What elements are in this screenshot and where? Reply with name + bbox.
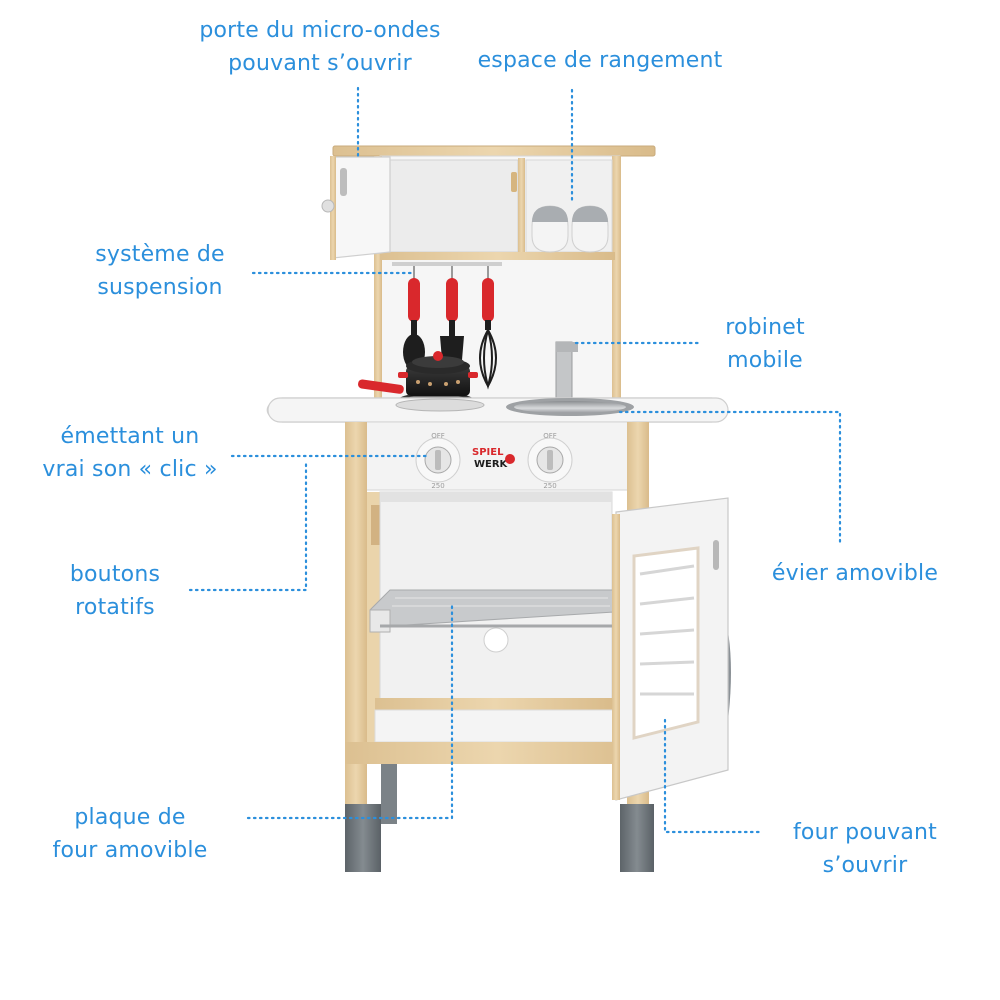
spice-jars — [531, 205, 609, 253]
left-leg — [345, 764, 367, 804]
oven-tray[interactable] — [369, 589, 615, 633]
callout-microwave-door-line2: pouvant s’ouvrir — [228, 51, 412, 76]
sink-basin[interactable] — [506, 398, 634, 416]
leader-opening-oven — [663, 718, 762, 834]
leader-removable-tray — [246, 603, 454, 820]
lower-rail — [345, 742, 649, 764]
shelf-divider — [518, 158, 525, 254]
callout-removable-sink-line1: évier amovible — [771, 561, 939, 586]
callout-microwave-door-line1: porte du micro-ondes — [199, 18, 441, 43]
right-upright — [612, 156, 621, 401]
leader-removable-sink — [618, 410, 842, 547]
left-frame-post — [345, 422, 367, 802]
right-leg-cap — [620, 804, 654, 872]
callout-removable-tray-line1: plaque de — [74, 805, 186, 830]
brand-line-1: SPIEL — [472, 447, 504, 458]
lower-cabinet — [345, 421, 654, 872]
callout-click-sound-line1: émettant un — [60, 424, 200, 449]
callout-rotary-knobs-line2: rotatifs — [75, 595, 155, 620]
countertop — [266, 397, 729, 423]
leader-rotary-knobs — [188, 458, 308, 592]
callout-removable-tray-line2: four amovible — [52, 838, 208, 863]
callout-movable-faucet-line2: mobile — [727, 348, 803, 373]
upper-shelf-unit — [321, 145, 656, 402]
hanging-utensils — [403, 278, 497, 390]
callout-removable-tray: plaque de four amovible — [30, 801, 230, 867]
leader-lines — [188, 86, 842, 834]
microwave-door[interactable] — [321, 156, 391, 260]
callout-storage-space-line1: espace de rangement — [477, 48, 723, 73]
left-upright — [374, 156, 382, 401]
brand-logo: SPIEL WERK — [472, 447, 515, 470]
callout-movable-faucet-line1: robinet — [725, 315, 805, 340]
rotary-knob-left[interactable]: OFF 250 — [415, 432, 461, 490]
oven-back-hole — [483, 627, 509, 653]
callout-opening-oven-line1: four pouvant — [792, 820, 938, 845]
knob-right-max-mark: 250 — [543, 482, 556, 490]
microwave-latch — [511, 172, 517, 192]
brand-line-2: WERK — [474, 459, 509, 470]
callout-click-sound: émettant un vrai son « clic » — [30, 420, 230, 486]
callout-storage-space: espace de rangement — [455, 44, 745, 77]
hob-burner — [395, 398, 485, 412]
callout-removable-sink: évier amovible — [750, 557, 960, 590]
oven-door[interactable] — [612, 497, 731, 801]
callout-microwave-door: porte du micro-ondes pouvant s’ouvrir — [170, 14, 470, 80]
knob-left-max-mark: 250 — [431, 482, 444, 490]
hanging-rail — [392, 262, 502, 280]
callout-opening-oven-line2: s’ouvrir — [822, 853, 908, 878]
callout-movable-faucet: robinet mobile — [700, 311, 830, 377]
callout-hanging-system-line1: système de — [95, 242, 225, 267]
callout-rotary-knobs: boutons rotatifs — [45, 558, 185, 624]
left-leg-cap — [345, 804, 381, 872]
knob-right-off-mark: OFF — [543, 432, 557, 440]
microwave-cavity — [387, 159, 519, 253]
middle-shelf — [380, 252, 615, 260]
callout-opening-oven: four pouvant s’ouvrir — [770, 816, 960, 882]
callout-hanging-system-line2: suspension — [97, 275, 223, 300]
callout-rotary-knobs-line1: boutons — [69, 562, 161, 587]
knob-left-off-mark: OFF — [431, 432, 445, 440]
callout-hanging-system: système de suspension — [70, 238, 250, 304]
bottom-shelf — [375, 698, 615, 710]
rotary-knob-right[interactable]: OFF 250 — [527, 432, 573, 490]
callout-click-sound-line2: vrai son « clic » — [42, 457, 218, 482]
top-board — [332, 145, 656, 157]
